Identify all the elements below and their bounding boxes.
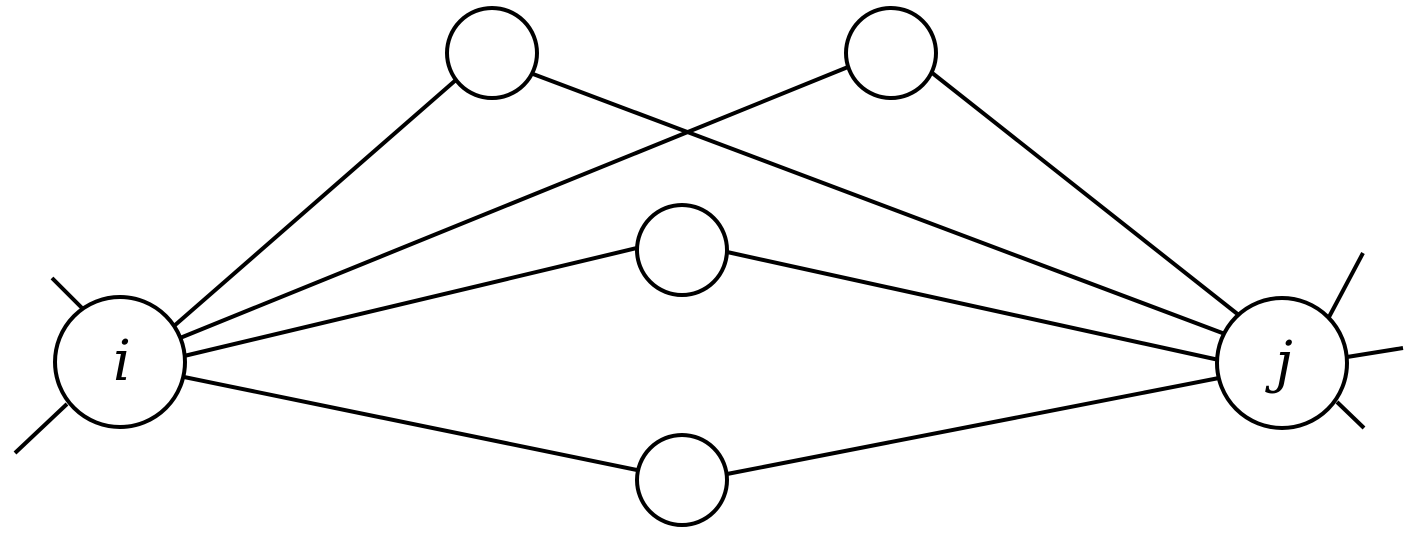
edge-i-top-right [179, 65, 849, 340]
edge-i-bottom [183, 375, 638, 472]
stub-edge-j-upper [1327, 252, 1365, 318]
edge-bottom-j [726, 376, 1220, 476]
node-i [53, 295, 187, 429]
stub-edge-i-upper [50, 276, 84, 310]
edge-i-top-left [172, 77, 459, 328]
stub-edge-j-middle [1346, 346, 1404, 359]
edge-top-right-j [929, 70, 1242, 318]
node-i-label: i [113, 329, 131, 394]
node-bottom [635, 433, 729, 527]
edge-i-middle [183, 246, 638, 358]
stub-edge-j-lower [1335, 400, 1366, 430]
node-top-left [445, 6, 539, 100]
node-top-right [844, 6, 938, 100]
node-j [1215, 296, 1349, 430]
edge-middle-j [726, 250, 1220, 362]
stub-edge-i-lower [13, 402, 69, 455]
node-middle [635, 203, 729, 297]
edge-top-left-j [532, 72, 1226, 336]
